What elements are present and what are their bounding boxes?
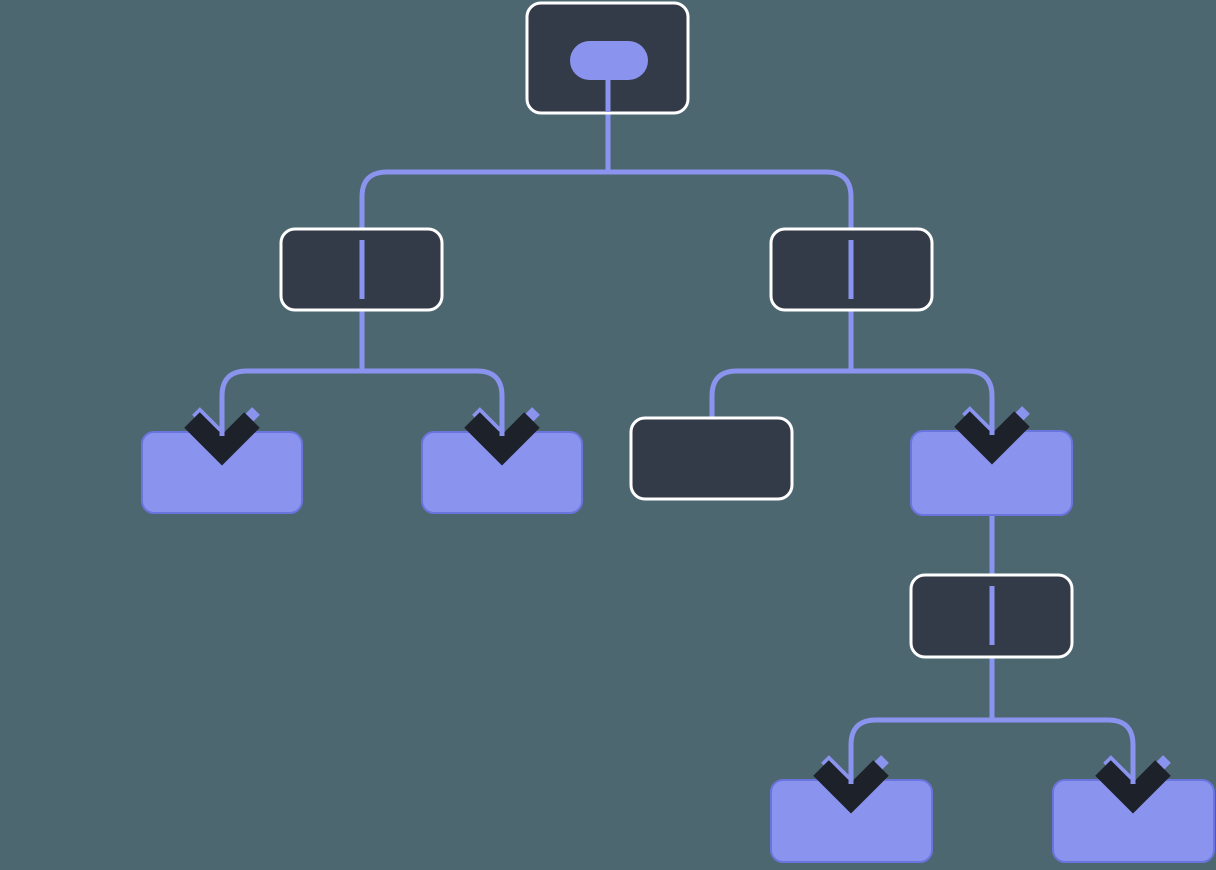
arrowhead-leaf-b-icon [464, 412, 540, 466]
root-pill-badge[interactable] [570, 41, 648, 80]
node-layer [141, 1, 1215, 863]
arrowhead-branch-node-icon [954, 411, 1030, 465]
connector-level2-left-to-leaf-b [362, 368, 505, 434]
connector-root-to-level2-left [359, 169, 608, 231]
arrowhead-level5-leaf-b-icon [1095, 760, 1171, 814]
arrow-shaft-tip-layer [219, 396, 1136, 784]
arrowhead-front-layer [184, 411, 1171, 814]
node-level3-dark-box[interactable] [629, 416, 794, 501]
connector-root-to-level2-right [608, 169, 854, 231]
arrowhead-leaf-a-icon [184, 412, 260, 466]
arrowhead-level5-leaf-a-icon [813, 760, 889, 814]
connector-level2-left-to-leaf-a [219, 368, 362, 434]
node-level2-left[interactable] [279, 227, 444, 312]
node-level3-dark[interactable] [629, 416, 794, 501]
node-level4[interactable] [909, 573, 1074, 659]
connector-level2-right-to-branch-node [851, 368, 995, 433]
node-level2-right[interactable] [769, 227, 934, 312]
connector-level4-to-leaf-a [848, 717, 992, 782]
connector-level4-to-leaf-b [992, 717, 1136, 782]
connector-level2-right-to-dark-node [709, 368, 851, 420]
node-root[interactable] [525, 1, 690, 115]
